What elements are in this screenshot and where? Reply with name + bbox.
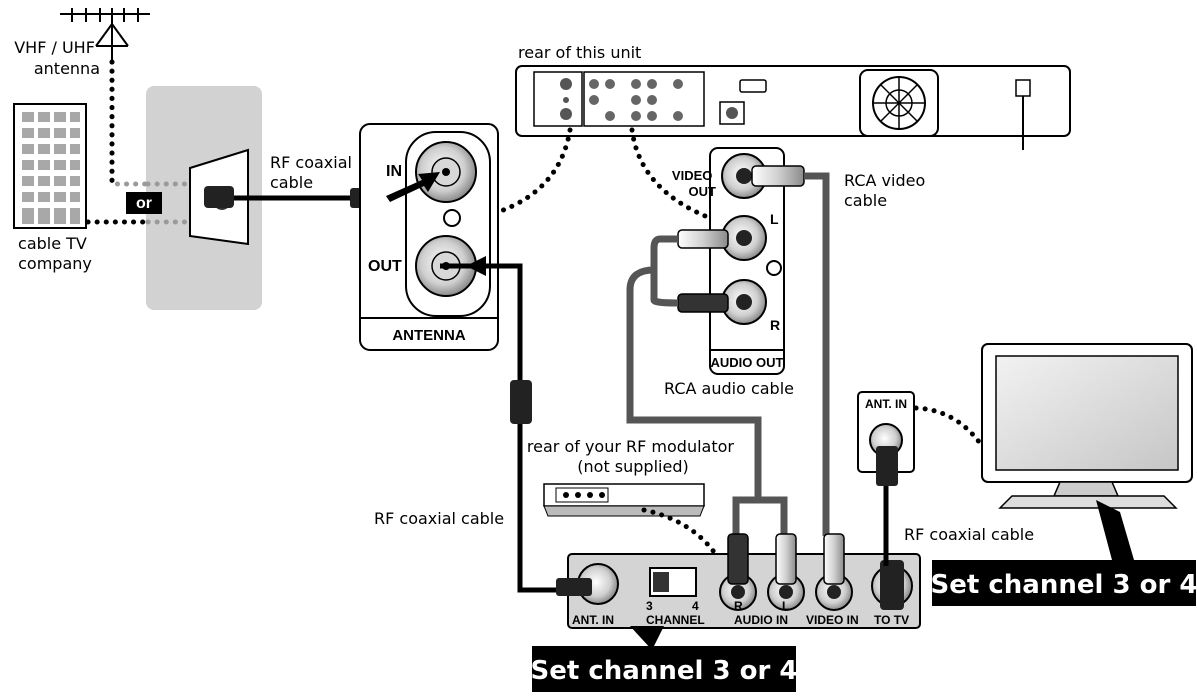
rf-coaxial-right-label: RF coaxial cable xyxy=(904,525,1034,544)
mod-ant-in-label: ANT. IN xyxy=(572,613,614,627)
callout-tv-text: Set channel 3 or 4 xyxy=(931,570,1197,600)
mod-plug-r xyxy=(727,533,749,585)
svg-text:VIDEO OUT: VIDEO OUT xyxy=(672,168,716,199)
callout-tv-box xyxy=(932,560,1196,606)
rca-audio-r-plug xyxy=(677,293,729,313)
rf-coaxial-left-label: RF coaxial cable xyxy=(374,509,504,528)
mod-ch3-label: 3 xyxy=(646,599,653,613)
antenna-label-line1: VHF / UHF xyxy=(14,38,95,57)
audio-l-label: L xyxy=(770,211,779,227)
antenna-label-line2: antenna xyxy=(34,59,100,78)
mod-to-tv-label: TO TV xyxy=(874,613,909,627)
mod-audio-in-label: AUDIO IN xyxy=(734,613,788,627)
audio-r-label: R xyxy=(770,317,780,333)
mod-r-label: R xyxy=(734,599,743,613)
rca-video-cable-line1: RCA video xyxy=(844,171,925,190)
tv-icon xyxy=(981,343,1193,509)
mod-plug-video xyxy=(823,533,845,585)
mod-video-in-label: VIDEO IN xyxy=(806,613,859,627)
rf-coaxial-top-line2: cable xyxy=(270,173,313,192)
or-badge xyxy=(126,192,162,214)
rear-unit-label: rear of this unit xyxy=(518,43,641,62)
antenna-panel xyxy=(359,123,499,351)
mod-plug-l xyxy=(775,533,797,585)
rca-audio-cable-label: RCA audio cable xyxy=(664,379,794,398)
callout-modulator-box xyxy=(532,646,796,692)
rca-video-plug xyxy=(751,165,805,187)
rear-unit-device xyxy=(515,65,1071,150)
coax-plug-top-left xyxy=(204,186,234,208)
cable-company-line1: cable TV xyxy=(18,234,87,253)
tv-ant-in-box xyxy=(857,391,915,486)
antenna-out-label: OUT xyxy=(368,258,402,275)
rca-audio-l-plug xyxy=(677,229,729,249)
svg-text:RCA video cable: RCA video cable xyxy=(844,171,930,210)
antenna-icon xyxy=(60,8,150,60)
building-icon xyxy=(13,103,87,229)
antenna-panel-label: ANTENNA xyxy=(392,327,465,344)
callout-modulator-pointer xyxy=(630,626,664,650)
rf-modulator-small-icon xyxy=(543,483,705,517)
coax-plug-mod-ant-in xyxy=(556,578,592,596)
arrow-in-icon xyxy=(386,172,440,202)
coax-plug-vertical xyxy=(510,380,532,424)
mod-channel-label: CHANNEL xyxy=(646,613,705,627)
mod-plug-to-tv xyxy=(880,560,904,610)
rf-modulator-line1: rear of your RF modulator xyxy=(527,437,735,456)
rf-modulator-line2: (not supplied) xyxy=(577,457,688,476)
svg-text:rear of your RF modulator: rear of your RF modulator (not supplied) xyxy=(527,437,739,476)
mod-ch4-label: 4 xyxy=(692,599,699,613)
av-output-panel xyxy=(709,147,785,375)
callout-modulator-text: Set channel 3 or 4 xyxy=(531,656,798,686)
svg-text:cable TV company: cable TV company xyxy=(18,234,92,273)
cable-company-line2: company xyxy=(18,254,92,273)
svg-text:VHF / UHF antenna: VHF / UHF antenna xyxy=(14,38,100,78)
tv-ant-in-label: ANT. IN xyxy=(865,397,907,411)
rca-video-cable-line2: cable xyxy=(844,191,887,210)
mod-l-label: L xyxy=(782,599,789,613)
or-label: or xyxy=(136,195,152,212)
callout-tv-pointer xyxy=(1096,500,1134,560)
svg-text:RF coaxial cable: RF coaxial cable xyxy=(270,153,357,192)
arrow-out-icon xyxy=(466,256,486,276)
rf-coaxial-top-line1: RF coaxial xyxy=(270,153,352,172)
video-out-line1: VIDEO xyxy=(672,168,712,183)
audio-out-label: AUDIO OUT xyxy=(711,355,784,370)
video-out-line2: OUT xyxy=(689,184,717,199)
antenna-in-label: IN xyxy=(386,163,402,180)
